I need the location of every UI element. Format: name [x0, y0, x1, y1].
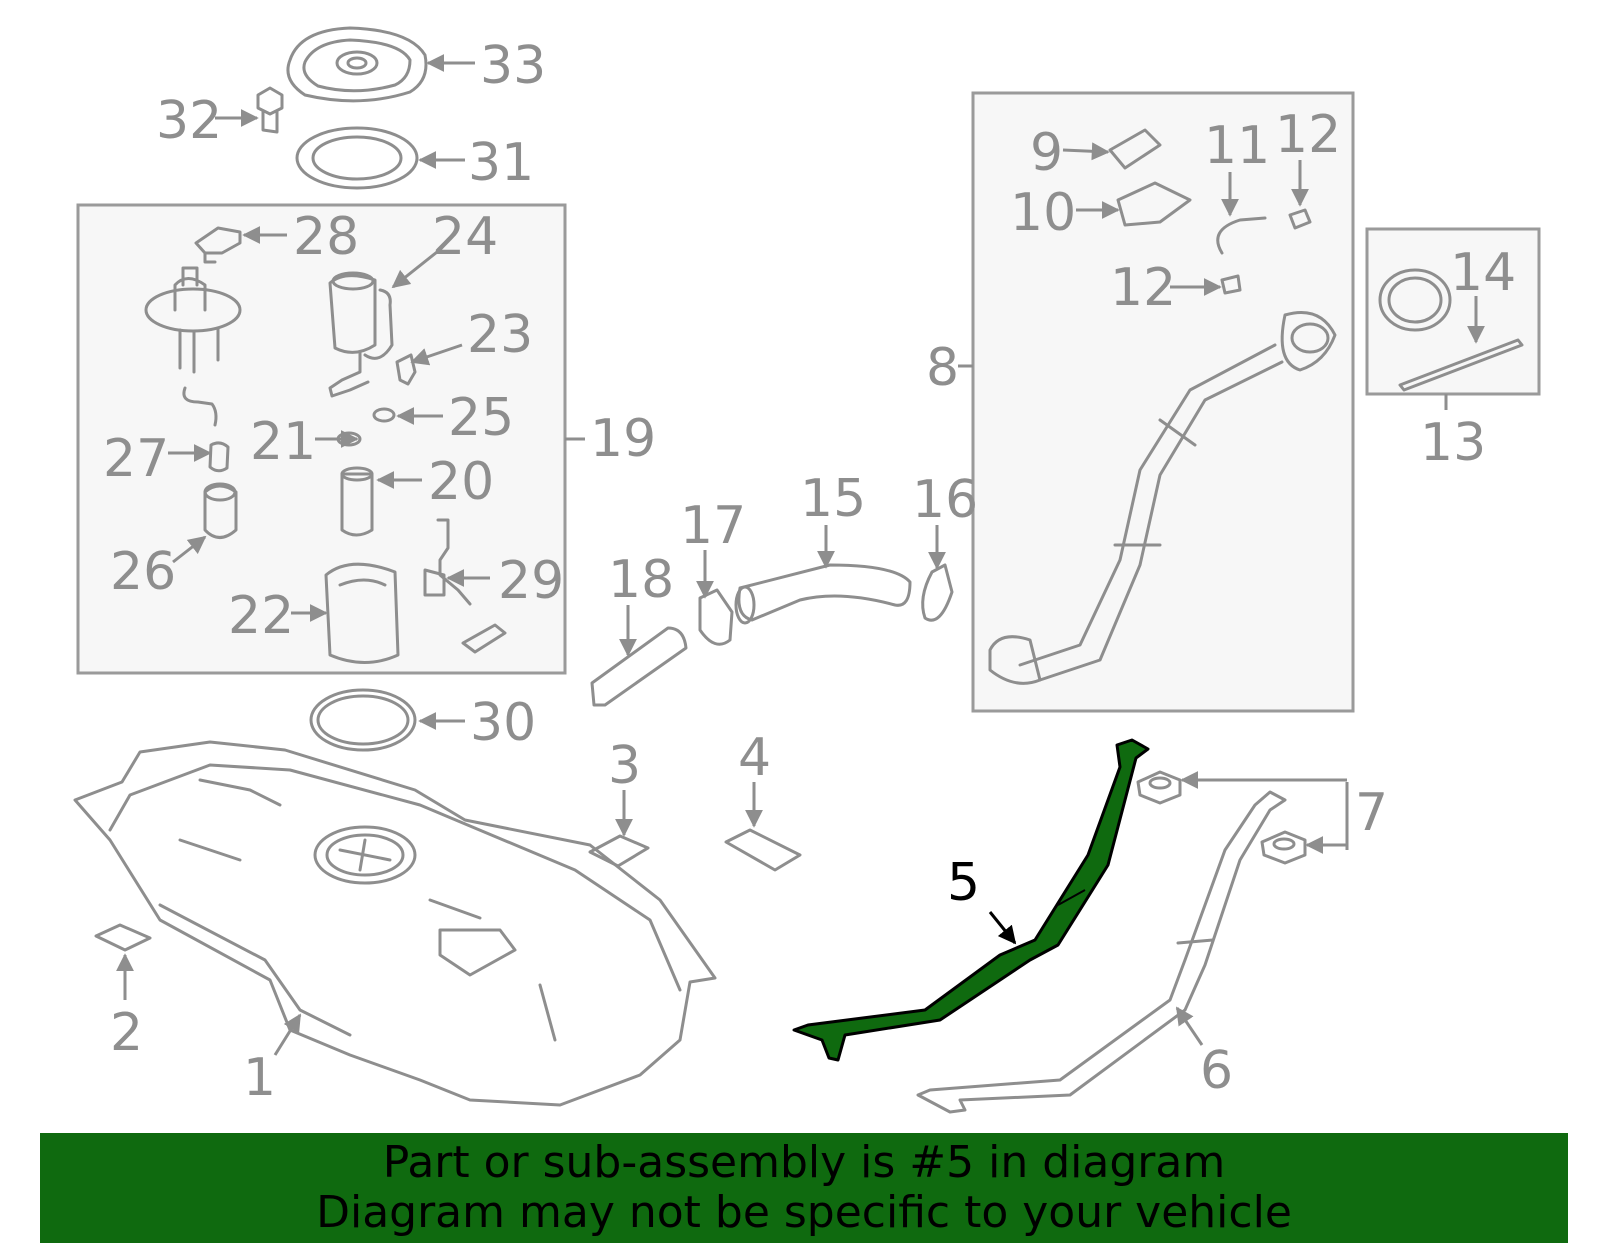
label-13: 13: [1420, 413, 1486, 473]
label-15: 15: [800, 469, 866, 529]
label-16: 16: [912, 470, 978, 530]
label-32: 32: [156, 91, 222, 151]
label-12-top: 12: [1275, 105, 1341, 165]
label-30: 30: [470, 693, 536, 753]
label-31: 31: [468, 133, 534, 193]
part-32-bolt-drawing: [256, 86, 284, 134]
banner-line-1: Part or sub-assembly is #5 in diagram: [382, 1137, 1226, 1188]
part-1-fuel-tank-drawing: [73, 740, 717, 1107]
part-31-lock-ring-drawing: [295, 126, 419, 190]
part-14-cap-and-tether-drawing: [1378, 268, 1524, 392]
label-21: 21: [250, 412, 316, 472]
label-6: 6: [1200, 1041, 1233, 1101]
label-11: 11: [1204, 116, 1270, 176]
label-28: 28: [293, 207, 359, 267]
label-19: 19: [590, 409, 656, 469]
part-2-pad-drawing: [94, 923, 152, 952]
label-26: 26: [110, 542, 176, 602]
part-4-pad-drawing: [724, 828, 802, 872]
part-30-gasket-drawing: [309, 688, 417, 752]
label-9: 9: [1030, 123, 1063, 183]
part-7-nuts-drawing: [1136, 770, 1307, 865]
hose-and-clamps-drawing: [590, 563, 954, 707]
label-18: 18: [608, 550, 674, 610]
filler-neck-assembly-box: [971, 91, 1355, 713]
part-info-banner: Part or sub-assembly is #5 in diagram Di…: [40, 1133, 1568, 1243]
label-20: 20: [428, 452, 494, 512]
label-29: 29: [498, 551, 564, 611]
label-24: 24: [432, 207, 498, 267]
pump-box-parts-drawing: [144, 226, 507, 664]
label-1: 1: [243, 1048, 276, 1108]
label-8: 8: [926, 338, 959, 398]
part-33-cover-drawing: [286, 26, 428, 103]
label-22: 22: [228, 586, 294, 646]
label-17: 17: [680, 496, 746, 556]
label-23: 23: [467, 305, 533, 365]
label-27: 27: [103, 429, 169, 489]
banner-line-2: Diagram may not be specific to your vehi…: [316, 1187, 1292, 1238]
label-3: 3: [608, 736, 641, 796]
part-6-strap-drawing: [916, 790, 1287, 1114]
filler-neck-drawing: [988, 128, 1337, 685]
label-25: 25: [448, 388, 514, 448]
label-2: 2: [110, 1003, 143, 1063]
fuel-cap-box: [1365, 227, 1541, 396]
part-5-strap-highlighted: [792, 738, 1150, 1062]
label-4: 4: [738, 728, 771, 788]
part-3-pad-drawing: [588, 834, 650, 868]
label-5-highlighted: 5: [947, 853, 980, 913]
label-10: 10: [1010, 183, 1076, 243]
label-7: 7: [1355, 783, 1388, 843]
leader-lines: [116, 54, 1485, 1056]
label-14: 14: [1450, 243, 1516, 303]
label-12-lower: 12: [1110, 258, 1176, 318]
label-33: 33: [480, 36, 546, 96]
